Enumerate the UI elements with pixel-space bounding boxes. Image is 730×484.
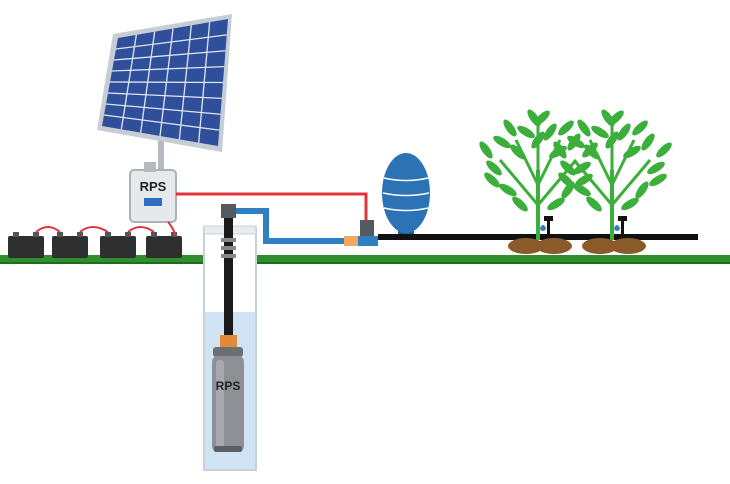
panel-grid-line [113,50,226,61]
leaf [484,172,500,188]
water-drop [540,225,546,231]
controller-display [144,198,162,206]
battery-wire [35,226,61,233]
battery-bank [8,221,182,258]
panel-grid-line [107,92,222,100]
soil-mound [536,238,572,254]
leaf [586,196,602,212]
leaf [617,123,631,141]
drip-emitter [544,216,553,221]
leaf [567,135,585,149]
leaf [512,196,528,212]
controller-label: RPS [140,179,167,194]
pressure-tank [382,153,430,236]
leaf [531,131,545,149]
leaf [621,197,639,211]
leaf [479,141,493,159]
leaf [534,110,550,126]
panel-grid-line [103,114,220,131]
controller: RPS [129,162,177,223]
panel-grid-line [109,81,224,84]
drop-pipe [221,204,236,335]
leaf [649,173,667,187]
submersible-pump: RPS [212,335,244,452]
leaf [591,125,609,139]
leaf [499,183,517,197]
drip-emitter [618,216,627,221]
battery-wire [167,221,177,237]
pump-label: RPS [216,379,241,393]
plant [553,109,672,254]
leaf [584,144,600,160]
leaf [573,183,591,197]
solar-panel [97,14,232,172]
leaf [647,161,665,175]
leaf [641,133,655,151]
ground [0,255,730,264]
leaf [553,141,567,159]
surface-pipe [236,208,378,246]
leaf [517,125,535,139]
leaf [547,197,565,211]
panel-grid-line [111,65,225,72]
panel-grid-line [115,34,227,50]
water-drop [614,225,620,231]
leaf [605,131,619,149]
battery [8,232,44,258]
battery-wire [79,226,109,233]
leaf [558,120,574,136]
soil-mound [582,238,618,254]
leaf [656,142,672,158]
battery [52,232,88,258]
soil-mound [508,238,544,254]
leaf [632,120,648,136]
leaf [623,145,641,159]
battery [146,232,182,258]
battery [100,232,136,258]
power-wire [176,192,368,222]
leaf [608,110,624,126]
leaf [493,135,511,149]
leaf [503,119,517,137]
drip-emitter [547,220,550,234]
leaf [543,123,557,141]
drip-emitter [621,220,624,234]
leaf [635,181,649,199]
soil-mound [610,238,646,254]
leaf [486,160,502,176]
panel-cells [103,22,227,143]
leaf [510,144,526,160]
leaf [577,119,591,137]
leaf [558,172,574,188]
crop-plants [479,109,672,254]
panel-grid-line [105,103,221,115]
battery-wire [127,226,155,233]
leaf [560,160,576,176]
